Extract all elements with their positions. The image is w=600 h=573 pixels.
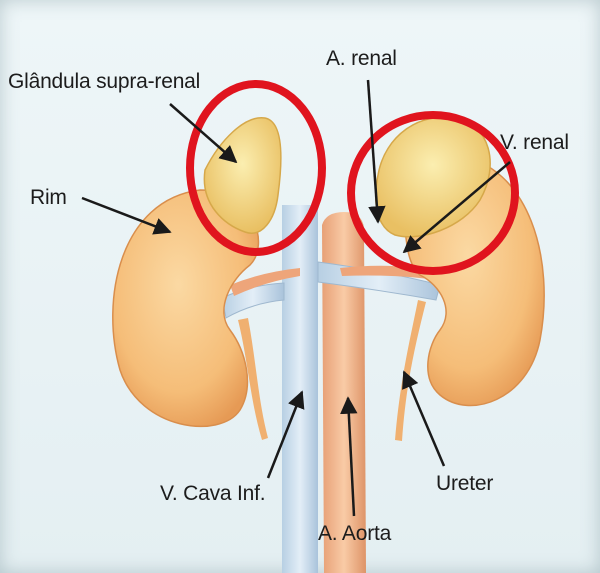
label-kidney: Rim [30,186,67,209]
label-renal-artery: A. renal [326,47,397,70]
arrow-renal-artery [366,79,386,224]
label-ureter: Ureter [436,472,494,495]
arrow-aorta [340,396,358,517]
highlight-circle-left [186,80,326,256]
label-aorta: A. Aorta [318,522,392,545]
vena-cava-vessel [282,205,318,573]
arrow-kidney [81,196,172,235]
highlight-circle-right [347,111,519,275]
right-ureter [395,300,426,441]
label-adrenal-gland: Glândula supra-renal [8,70,201,93]
arrow-adrenal [169,103,238,164]
left-kidney-shape [112,189,260,428]
aorta-vessel [322,212,366,573]
arrow-vena-cava [266,390,305,479]
label-renal-vein: V. renal [500,131,569,154]
right-adrenal-gland [375,116,491,238]
left-ureter [238,318,268,440]
arrow-renal-vein [402,161,511,254]
arrow-ureter [402,370,446,467]
label-vena-cava: V. Cava Inf. [160,482,266,505]
left-renal-artery [230,268,300,296]
